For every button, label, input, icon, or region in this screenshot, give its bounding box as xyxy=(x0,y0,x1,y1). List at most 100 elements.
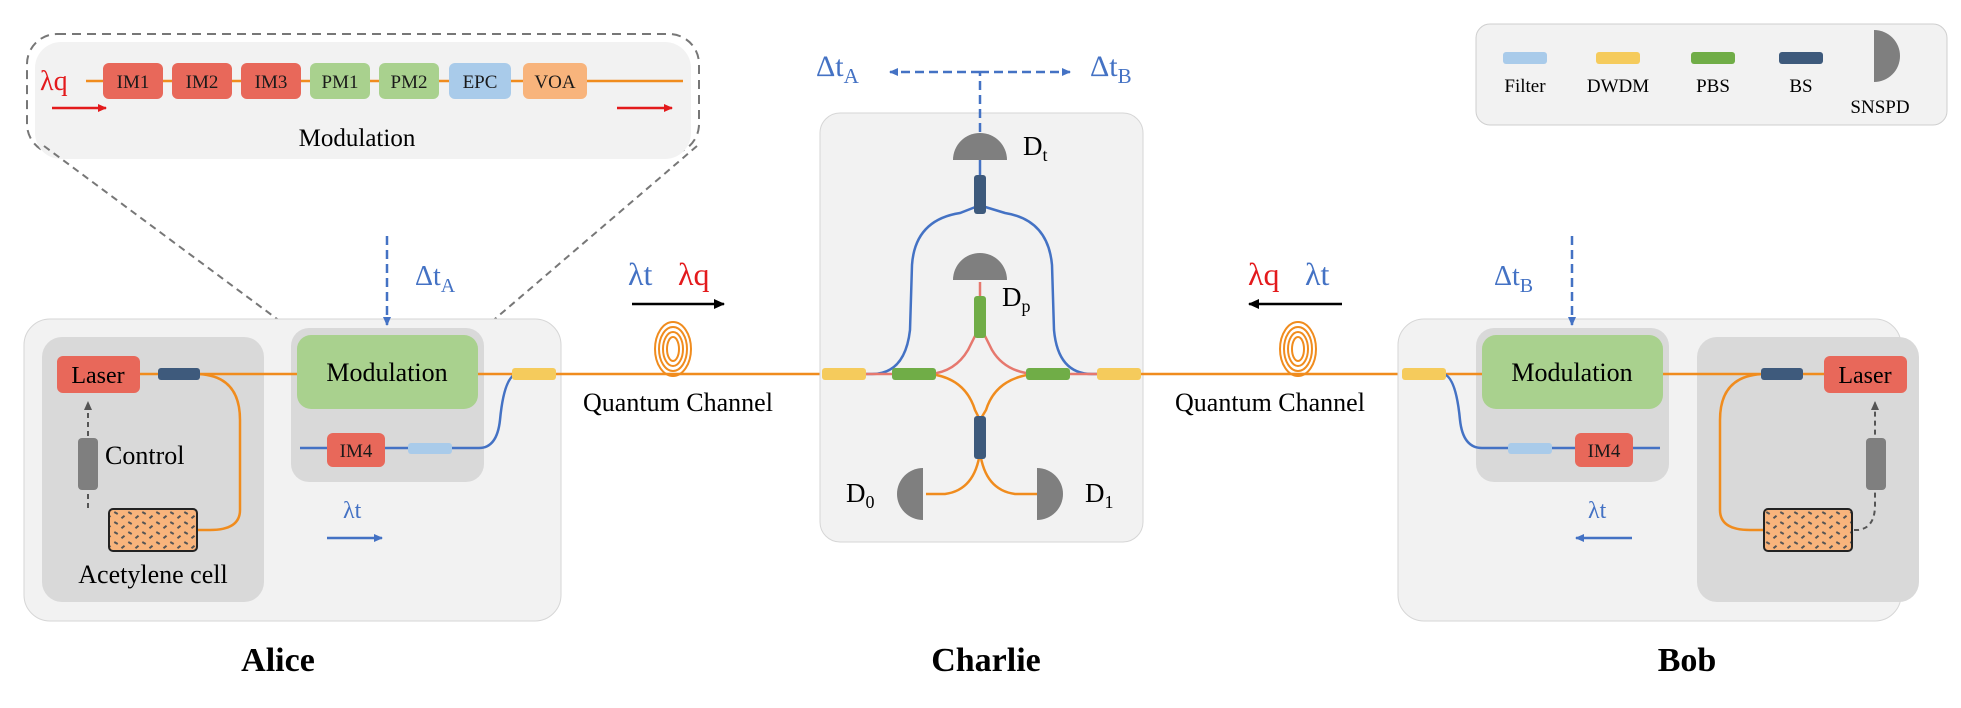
charlie-delta-t-b-main: Δt xyxy=(1090,50,1118,83)
bob-delta-t-sub: B xyxy=(1520,275,1533,297)
charlie-detector-t-label: Dt xyxy=(1023,131,1048,165)
right-lambda-t: λt xyxy=(1305,256,1330,292)
legend-snspd-icon xyxy=(1874,30,1900,82)
bob-laser-label: Laser xyxy=(1838,363,1891,389)
charlie-delta-t-a-label: ΔtA xyxy=(816,50,860,88)
charlie-name: Charlie xyxy=(931,642,1041,679)
left-channel-label: Quantum Channel xyxy=(583,388,773,417)
bob-im4-label: IM4 xyxy=(1588,441,1621,462)
charlie-delta-t-b-sub: B xyxy=(1118,64,1132,88)
bob-laser-loop-fiber xyxy=(1718,372,1767,532)
bob-lambda-t-label: λt xyxy=(1588,498,1607,524)
alice-control-unit xyxy=(78,438,98,490)
alice: Laser Control Acetylene cell Modulation … xyxy=(23,236,562,679)
alice-laser-box xyxy=(57,356,140,393)
left-lambda-q: λq xyxy=(678,256,710,292)
right-fiber-spool xyxy=(1279,321,1317,377)
inset-pm2-box xyxy=(379,63,439,99)
charlie-orange-lower-right xyxy=(978,372,1035,421)
inset-epc-label: EPC xyxy=(463,72,498,93)
inset-im1-label: IM1 xyxy=(117,72,150,93)
charlie: Dt Dp D0 D1 ΔtA ΔtB Charlie xyxy=(816,50,1144,679)
alice-delta-t-label: ΔtA xyxy=(415,261,456,297)
charlie-orange-lower-left xyxy=(929,372,982,421)
charlie-delta-t-a-sub: A xyxy=(844,64,860,88)
alice-laser-loop-fiber xyxy=(194,372,242,532)
bob-delta-t-label: ΔtB xyxy=(1494,261,1533,297)
charlie-detector-0-sub: 0 xyxy=(866,492,875,512)
legend-pbs-label: PBS xyxy=(1696,76,1730,97)
inset-im3-box xyxy=(241,63,301,99)
bob-reference-fiber xyxy=(1443,372,1660,450)
alice-im4-label: IM4 xyxy=(340,441,373,462)
left-fiber-spool xyxy=(654,321,692,377)
charlie-dwdm-right xyxy=(1097,368,1141,380)
charlie-detector-t-main: D xyxy=(1023,131,1043,161)
charlie-ref-fiber-left xyxy=(838,204,979,376)
legend-pbs-swatch xyxy=(1691,52,1735,64)
bob-dwdm xyxy=(1402,368,1446,380)
left-quantum-channel: λt λq Quantum Channel xyxy=(556,256,822,417)
legend-dwdm-label: DWDM xyxy=(1587,76,1649,97)
inset-epc-box xyxy=(449,63,511,99)
alice-modulation-box xyxy=(297,335,478,409)
inset-im2-box xyxy=(172,63,232,99)
charlie-detector-p-label: Dp xyxy=(1002,282,1031,316)
alice-dwdm xyxy=(512,368,556,380)
modulation-inset: λq IM1 IM2 IM3 PM1 PM2 EPC VOA Modulatio… xyxy=(26,33,700,337)
charlie-detector-p-sub: p xyxy=(1022,296,1031,316)
bob-im4-box xyxy=(1575,433,1633,467)
alice-im4-box xyxy=(327,433,385,467)
charlie-dwdm-left xyxy=(822,368,866,380)
inset-im3-label: IM3 xyxy=(255,72,288,93)
charlie-detector-t-sub: t xyxy=(1043,145,1048,165)
charlie-detector-1-sub: 1 xyxy=(1105,492,1114,512)
charlie-detector-p-main: D xyxy=(1002,282,1022,312)
bob-filter xyxy=(1508,443,1552,454)
alice-control-label: Control xyxy=(105,441,184,470)
legend-dwdm-swatch xyxy=(1596,52,1640,64)
right-quantum-channel: λq λt Quantum Channel xyxy=(1141,256,1405,417)
bob-modulation-box xyxy=(1482,335,1663,409)
bob-control-unit xyxy=(1866,438,1886,490)
charlie-detector-0-icon xyxy=(897,468,923,520)
charlie-detector-t-icon xyxy=(953,133,1007,160)
inset-im1-box xyxy=(103,63,163,99)
bob-delta-t-main: Δt xyxy=(1494,261,1520,292)
alice-source-panel xyxy=(42,337,264,602)
legend: Filter DWDM PBS BS SNSPD xyxy=(1475,23,1948,126)
alice-lambda-t-label: λt xyxy=(343,498,362,524)
bob-name: Bob xyxy=(1658,642,1717,679)
bob: Modulation IM4 Laser λt ΔtB Bob xyxy=(1397,236,1919,679)
charlie-detector-p-icon xyxy=(953,253,1007,280)
alice-acetylene-cell xyxy=(108,508,198,552)
alice-delta-t-sub: A xyxy=(441,275,456,297)
bob-modulation-label: Modulation xyxy=(1511,358,1632,387)
right-channel-label: Quantum Channel xyxy=(1175,388,1365,417)
charlie-bs-bottom xyxy=(974,416,986,459)
alice-modulation-label: Modulation xyxy=(326,358,447,387)
alice-name: Alice xyxy=(241,642,315,679)
alice-acetylene-label: Acetylene cell xyxy=(78,560,227,589)
left-lambda-t: λt xyxy=(628,256,653,292)
alice-reference-fiber xyxy=(300,372,517,450)
inset-pm2-label: PM2 xyxy=(391,72,428,93)
alice-laser-label: Laser xyxy=(71,363,124,389)
legend-bs-swatch xyxy=(1779,52,1823,64)
charlie-detector-0-main: D xyxy=(846,478,866,508)
inset-voa-label: VOA xyxy=(534,72,575,93)
charlie-detector-1-label: D1 xyxy=(1085,478,1114,512)
charlie-bs-top xyxy=(974,175,986,214)
inset-voa-box xyxy=(523,63,587,99)
charlie-pbs-right xyxy=(1026,368,1070,380)
charlie-detector-1-main: D xyxy=(1085,478,1105,508)
charlie-ref-fiber-right xyxy=(981,204,1122,376)
alice-bs xyxy=(158,368,200,380)
inset-pm1-box xyxy=(310,63,370,99)
bob-bs xyxy=(1761,368,1803,380)
inset-input-signal: λq xyxy=(40,66,68,97)
charlie-pbs-top xyxy=(974,296,986,338)
alice-delta-t-main: Δt xyxy=(415,261,441,292)
charlie-detector-1-icon xyxy=(1037,468,1063,520)
